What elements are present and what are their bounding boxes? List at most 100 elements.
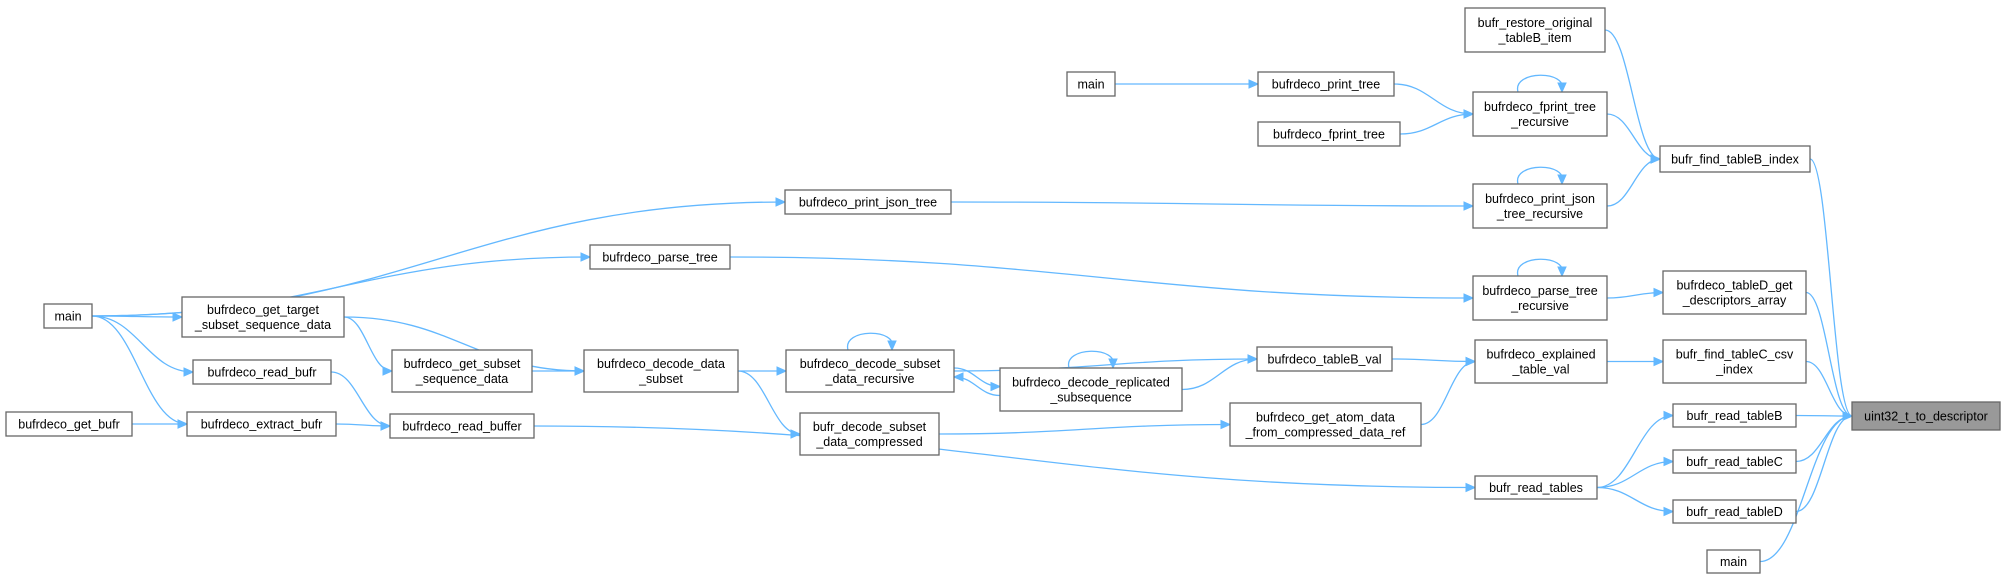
node-label: bufrdeco_explained: [1486, 348, 1595, 362]
edge-read-tables-to-read-tableD: [1596, 486, 1675, 517]
node-label: _recursive: [1510, 115, 1569, 129]
edge-decode-data-to-decode-subset-rec: [737, 366, 788, 376]
node-label: bufr_read_tableD: [1686, 505, 1783, 519]
node-label: _data_recursive: [825, 372, 915, 386]
node-label: bufr_read_tables: [1489, 481, 1583, 495]
node-box: [1851, 401, 2001, 431]
node-label: bufrdeco_print_json: [1485, 192, 1595, 206]
node-box: [1472, 275, 1608, 321]
node-main-top[interactable]: main: [1066, 71, 1116, 97]
node-label: _recursive: [1510, 299, 1569, 313]
node-label: main: [54, 310, 81, 324]
node-box: [186, 411, 337, 437]
node-read-tableC[interactable]: bufr_read_tableC: [1672, 449, 1797, 474]
node-box: [1662, 339, 1807, 384]
node-read-tableD[interactable]: bufr_read_tableD: [1672, 499, 1797, 524]
edge-main-left-to-get-target: [91, 312, 184, 322]
node-box: [999, 367, 1183, 412]
edge-get-atom-to-explained: [1420, 356, 1477, 426]
node-read-buffer[interactable]: bufrdeco_read_buffer: [389, 413, 535, 439]
node-label: _subset: [638, 372, 683, 386]
node-label: bufr_read_tableB: [1687, 409, 1783, 423]
node-print-tree[interactable]: bufrdeco_print_tree: [1257, 71, 1395, 97]
node-parse-tree-rec[interactable]: bufrdeco_parse_tree_recursive: [1472, 275, 1608, 321]
edge-print-json-to-print-json-rec: [950, 201, 1475, 211]
edge-read-tables-to-read-tableC: [1596, 456, 1675, 489]
node-label: _from_compressed_data_ref: [1245, 426, 1406, 440]
node-parse-tree[interactable]: bufrdeco_parse_tree: [589, 244, 731, 270]
node-label: main: [1720, 555, 1747, 569]
node-box: [1706, 549, 1761, 574]
edge-find-tableB-to-root: [1809, 158, 1854, 421]
node-label: _subsequence: [1049, 391, 1131, 405]
node-print-json[interactable]: bufrdeco_print_json_tree: [784, 189, 952, 215]
node-tableB-val[interactable]: bufrdeco_tableB_val: [1256, 346, 1393, 372]
node-box: [785, 349, 955, 393]
node-box: [1464, 7, 1606, 53]
node-fprint-tree-rec[interactable]: bufrdeco_fprint_tree_recursive: [1472, 91, 1608, 137]
node-get-subset[interactable]: bufrdeco_get_subset_sequence_data: [391, 349, 533, 393]
node-label: _table_val: [1512, 363, 1570, 377]
node-label: bufrdeco_get_subset: [404, 357, 521, 371]
edge-print-json-rec-to-print-json-rec: [1517, 166, 1567, 186]
node-label: _tree_recursive: [1496, 207, 1583, 221]
node-box: [1662, 270, 1807, 315]
node-box: [799, 412, 940, 456]
node-box: [1229, 402, 1422, 447]
node-find-tableB[interactable]: bufr_find_tableB_index: [1659, 145, 1811, 173]
node-label: _index: [1715, 363, 1754, 377]
node-box: [1257, 121, 1401, 147]
edge-get-bufr-to-extract-bufr: [132, 419, 189, 429]
node-box: [1672, 499, 1797, 524]
edge-get-subset-to-decode-data: [531, 366, 586, 376]
node-decode-repl[interactable]: bufrdeco_decode_replicated_subsequence: [999, 367, 1183, 412]
node-read-tableB[interactable]: bufr_read_tableB: [1672, 403, 1797, 428]
node-label: _sequence_data: [415, 372, 508, 386]
node-box: [1472, 91, 1608, 137]
node-explained[interactable]: bufrdeco_explained_table_val: [1474, 339, 1608, 384]
edge-parse-tree-rec-to-tableD-get: [1606, 287, 1665, 299]
node-get-target[interactable]: bufrdeco_get_target_subset_sequence_data: [181, 296, 345, 338]
node-box: [1474, 475, 1598, 500]
node-get-bufr[interactable]: bufrdeco_get_bufr: [5, 411, 133, 437]
node-label: bufr_find_tableB_index: [1671, 153, 1800, 167]
node-label: _subset_sequence_data: [194, 318, 331, 332]
edge-decode-compressed-to-get-atom: [938, 419, 1232, 435]
node-label: bufr_decode_subset: [813, 420, 927, 434]
node-decode-data[interactable]: bufrdeco_decode_data_subset: [583, 349, 739, 393]
node-label: bufrdeco_tableB_val: [1268, 353, 1382, 367]
node-box: [784, 189, 952, 215]
edge-tableB-val-to-explained: [1391, 356, 1477, 367]
edge-main-bottom-to-root: [1759, 411, 1854, 563]
node-restore[interactable]: bufr_restore_original_tableB_item: [1464, 7, 1606, 53]
node-tableD-get[interactable]: bufrdeco_tableD_get_descriptors_array: [1662, 270, 1807, 315]
node-decode-compressed[interactable]: bufr_decode_subset_data_compressed: [799, 412, 940, 456]
node-box: [181, 296, 345, 338]
node-main-left[interactable]: main: [43, 303, 93, 329]
node-read-tables[interactable]: bufr_read_tables: [1474, 475, 1598, 500]
node-label: bufrdeco_parse_tree: [602, 251, 717, 265]
node-get-atom[interactable]: bufrdeco_get_atom_data_from_compressed_d…: [1229, 402, 1422, 447]
edge-decode-data-to-decode-compressed: [737, 370, 802, 439]
node-decode-subset-rec[interactable]: bufrdeco_decode_subset_data_recursive: [785, 349, 955, 393]
node-label: bufrdeco_get_target: [207, 303, 319, 317]
node-fprint-tree[interactable]: bufrdeco_fprint_tree: [1257, 121, 1401, 147]
node-label: bufrdeco_get_atom_data: [1256, 411, 1395, 425]
edge-main-top-to-print-tree: [1115, 79, 1260, 89]
node-label: _tableB_item: [1498, 31, 1572, 45]
node-label: bufrdeco_print_tree: [1272, 78, 1380, 92]
node-label: bufrdeco_decode_subset: [800, 357, 941, 371]
node-find-tableC[interactable]: bufr_find_tableC_csv_index: [1662, 339, 1807, 384]
node-label: bufr_restore_original: [1478, 16, 1593, 30]
node-read-bufr[interactable]: bufrdeco_read_bufr: [192, 359, 332, 385]
edge-decode-subset-rec-to-decode-repl: [953, 367, 1002, 392]
node-main-bottom[interactable]: main: [1706, 549, 1761, 574]
node-box: [1256, 346, 1393, 372]
edge-read-buffer-to-read-tables: [533, 425, 1477, 493]
node-root[interactable]: uint32_t_to_descriptor: [1851, 401, 2001, 431]
node-extract-bufr[interactable]: bufrdeco_extract_bufr: [186, 411, 337, 437]
node-print-json-rec[interactable]: bufrdeco_print_json_tree_recursive: [1472, 183, 1608, 229]
node-box: [389, 413, 535, 439]
node-label: bufrdeco_decode_replicated: [1012, 376, 1170, 390]
edge-decode-repl-to-tableB-val: [1181, 354, 1259, 391]
